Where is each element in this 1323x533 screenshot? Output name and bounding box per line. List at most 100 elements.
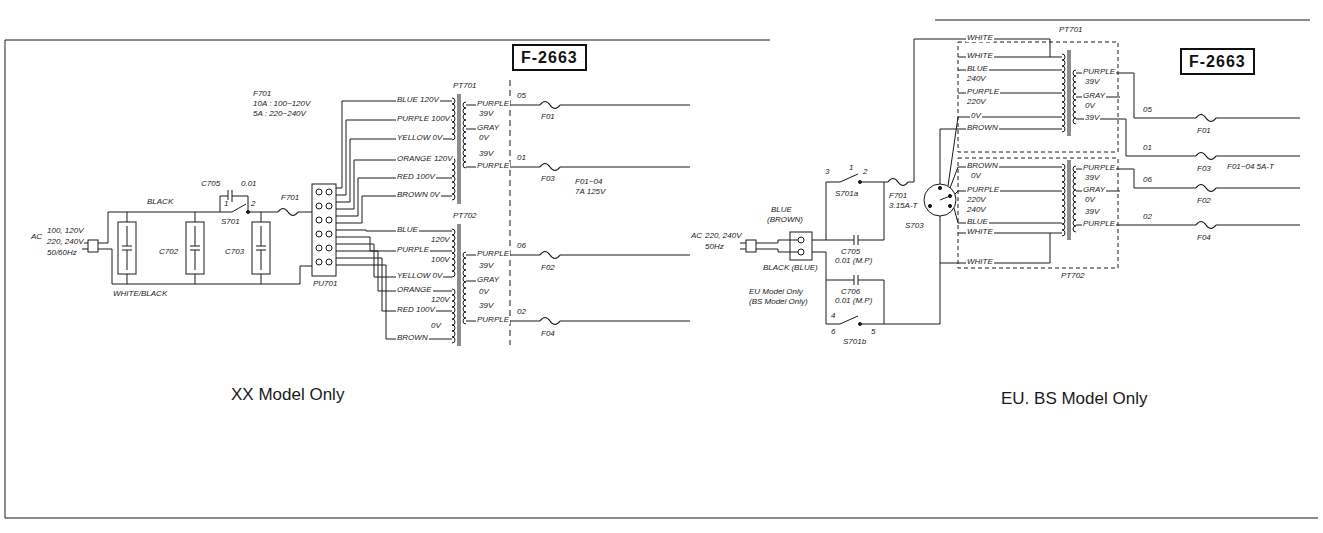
wire <box>1216 118 1300 119</box>
schematic-label: 1 <box>848 164 854 172</box>
schematic-label: 240V <box>966 75 987 83</box>
schematic-label: F701 <box>280 194 300 202</box>
schematic-label: 2 <box>862 168 868 176</box>
board-boundary <box>510 80 511 345</box>
schematic-label: S701 <box>220 218 241 226</box>
transformer-core <box>460 224 461 346</box>
schematic-label: PURPLE <box>1082 164 1116 172</box>
selector-contact <box>326 231 332 237</box>
frame-line <box>5 40 770 41</box>
transformer-core <box>1070 50 1071 136</box>
schematic-label: 02 <box>516 308 527 316</box>
schematic-label: C705 <box>200 180 221 188</box>
selector-contact <box>316 231 322 237</box>
schematic-label: 39V <box>478 262 494 270</box>
transformer-winding <box>452 229 455 277</box>
selector-contact <box>326 217 332 223</box>
selector-contact <box>316 189 322 195</box>
wire <box>826 240 854 241</box>
fuse-symbol <box>1196 153 1216 160</box>
capacitor-plate <box>256 246 266 247</box>
transformer-winding <box>452 289 455 343</box>
wire <box>950 167 958 188</box>
fuse-symbol <box>540 252 560 259</box>
schematic-label: 1 <box>223 200 229 208</box>
wire <box>261 250 262 270</box>
fuse-symbol <box>540 318 560 325</box>
schematic-label: BROWN <box>966 124 999 132</box>
schematic-label: S701b <box>842 338 867 346</box>
wire <box>908 39 1050 182</box>
schematic-label: 220, 240V <box>704 232 742 240</box>
wire <box>940 233 1050 263</box>
wire <box>220 212 232 213</box>
transformer-winding <box>1062 164 1065 236</box>
schematic-label: RED 100V <box>396 173 436 181</box>
schematic-label: F01 <box>1196 127 1212 135</box>
schematic-label: GRAY <box>1082 92 1106 100</box>
transformer-winding <box>463 252 466 324</box>
selector-contact <box>326 189 332 195</box>
ac-plug <box>88 240 98 252</box>
wire <box>1076 73 1196 118</box>
capacitor-plate <box>854 235 855 245</box>
wire <box>858 182 884 240</box>
wire <box>948 117 958 186</box>
schematic-label: 240V <box>966 206 987 214</box>
schematic-label: BLUE <box>396 226 419 234</box>
schematic-label: YELLOW 0V <box>396 134 443 142</box>
primary-lead <box>336 230 452 231</box>
schematic-label: WHITE <box>966 52 994 60</box>
fuse-symbol <box>1196 115 1216 122</box>
schematic-label: PURPLE <box>476 100 510 108</box>
fuse-symbol <box>1196 185 1216 192</box>
board-name: F-2663 <box>1189 53 1246 70</box>
schematic-label: 3.15A-T <box>888 202 918 210</box>
schematic-label: 50/60Hz <box>46 249 78 257</box>
switch-blade <box>840 174 858 182</box>
frame-line <box>5 518 1318 519</box>
schematic-label: 0V <box>430 322 442 330</box>
terminal <box>798 237 804 243</box>
schematic-label: 0.01 (M.P) <box>834 257 873 265</box>
board-box: F-2663 <box>1180 48 1255 75</box>
fuse-symbol <box>540 102 560 109</box>
schematic-label: BROWN 0V <box>396 191 441 199</box>
transformer-core <box>460 94 461 204</box>
selector-contact <box>316 217 322 223</box>
schematic-label: 0.01 <box>240 180 258 188</box>
schematic-label: BLACK (BLUE) <box>762 264 819 272</box>
wire <box>248 212 278 213</box>
schematic-label: F04 <box>1196 234 1212 242</box>
fuse-symbol <box>278 209 298 216</box>
wire <box>98 212 220 243</box>
schematic-label: 39V <box>1084 78 1100 86</box>
wire <box>860 216 940 324</box>
schematic-label: 06 <box>1142 176 1153 184</box>
schematic-label: C705 <box>840 248 861 256</box>
schematic-label: WHITE/BLACK <box>112 290 168 298</box>
primary-lead <box>336 178 452 216</box>
wire <box>560 255 690 256</box>
schematic-label: 100V <box>430 256 451 264</box>
capacitor-plate <box>122 246 132 247</box>
schematic-label: F01 <box>540 113 556 121</box>
schematic-label: PT702 <box>452 212 478 220</box>
wire <box>1216 188 1300 189</box>
schematic-label: WHITE <box>966 258 994 266</box>
schematic-label: AC <box>30 233 43 241</box>
wire <box>127 274 128 284</box>
schematic-label: ORANGE 120V <box>396 155 454 163</box>
fuse-symbol <box>540 164 560 171</box>
schematic-label: 01 <box>516 154 527 162</box>
transformer-core <box>458 94 459 204</box>
schematic-label: 39V <box>1084 208 1100 216</box>
wire <box>195 274 196 284</box>
schematic-label: PURPLE <box>1082 68 1116 76</box>
selector-contact <box>326 203 332 209</box>
schematic-label: 0V <box>1084 196 1096 204</box>
frame-line <box>5 40 6 518</box>
fuse-symbol <box>1196 222 1216 229</box>
wire <box>261 226 262 246</box>
board-name: F-2663 <box>521 49 578 66</box>
